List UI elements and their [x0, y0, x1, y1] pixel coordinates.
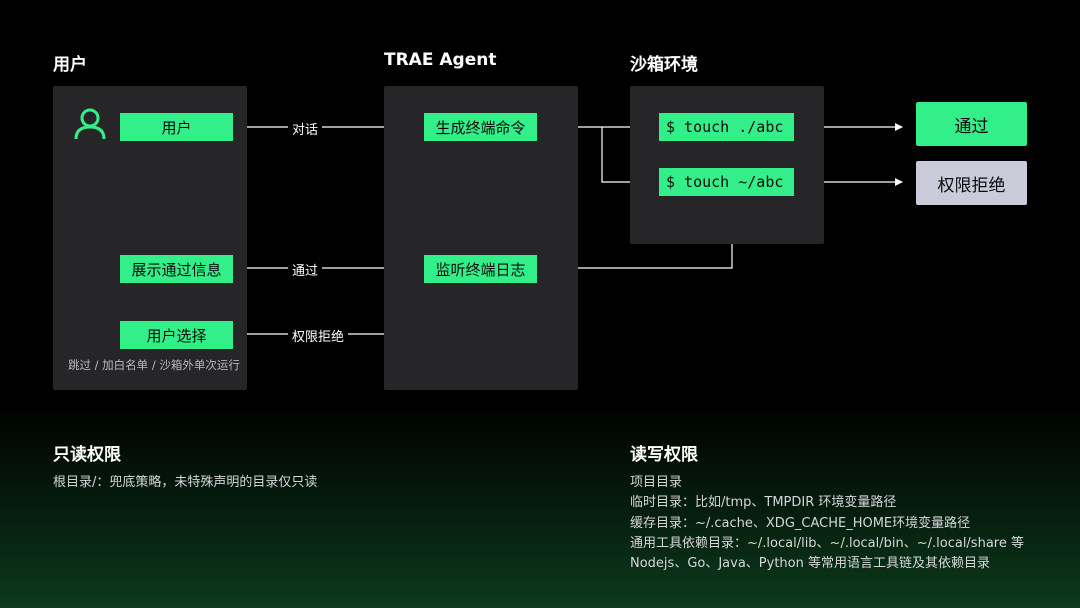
result-pass-box: 通过: [916, 102, 1027, 146]
sandbox-panel: [630, 86, 824, 244]
readwrite-title: 读写权限: [630, 445, 698, 465]
edge-label-deny: 权限拒绝: [288, 326, 349, 345]
monitor-log-box: 监听终端日志: [424, 255, 537, 283]
readonly-title: 只读权限: [53, 445, 121, 465]
readwrite-line: 临时目录：比如/tmp、TMPDIR 环境变量路径: [630, 495, 897, 510]
column-title-agent: TRAE Agent: [384, 50, 497, 70]
readwrite-line: 缓存目录：~/.cache、XDG_CACHE_HOME环境变量路径: [630, 516, 971, 531]
readwrite-line: 通用工具依赖目录：~/.local/lib、~/.local/bin、~/.lo…: [630, 536, 1024, 551]
user-choice-box: 用户选择: [120, 321, 233, 349]
command-box-local: $ touch ./abc: [659, 113, 794, 141]
column-title-user: 用户: [53, 55, 87, 75]
generate-command-box: 生成终端命令: [424, 113, 537, 141]
edge-label-pass: 通过: [288, 260, 323, 279]
user-box: 用户: [120, 113, 233, 141]
column-title-sandbox: 沙箱环境: [630, 55, 698, 75]
user-icon: [74, 108, 106, 140]
result-deny-box: 权限拒绝: [916, 161, 1027, 205]
readwrite-line: Nodejs、Go、Java、Python 等常用语言工具链及其依赖目录: [630, 556, 990, 571]
show-pass-info-box: 展示通过信息: [120, 255, 233, 283]
edge-label-dialogue: 对话: [288, 119, 323, 138]
readonly-line: 根目录/：兜底策略，未特殊声明的目录仅只读: [53, 475, 318, 490]
readwrite-line: 项目目录: [630, 475, 683, 490]
command-box-home: $ touch ~/abc: [659, 168, 794, 196]
user-choice-note: 跳过 / 加白名单 / 沙箱外单次运行: [68, 358, 240, 372]
edge-sandbox-to-monitor: [555, 244, 733, 272]
